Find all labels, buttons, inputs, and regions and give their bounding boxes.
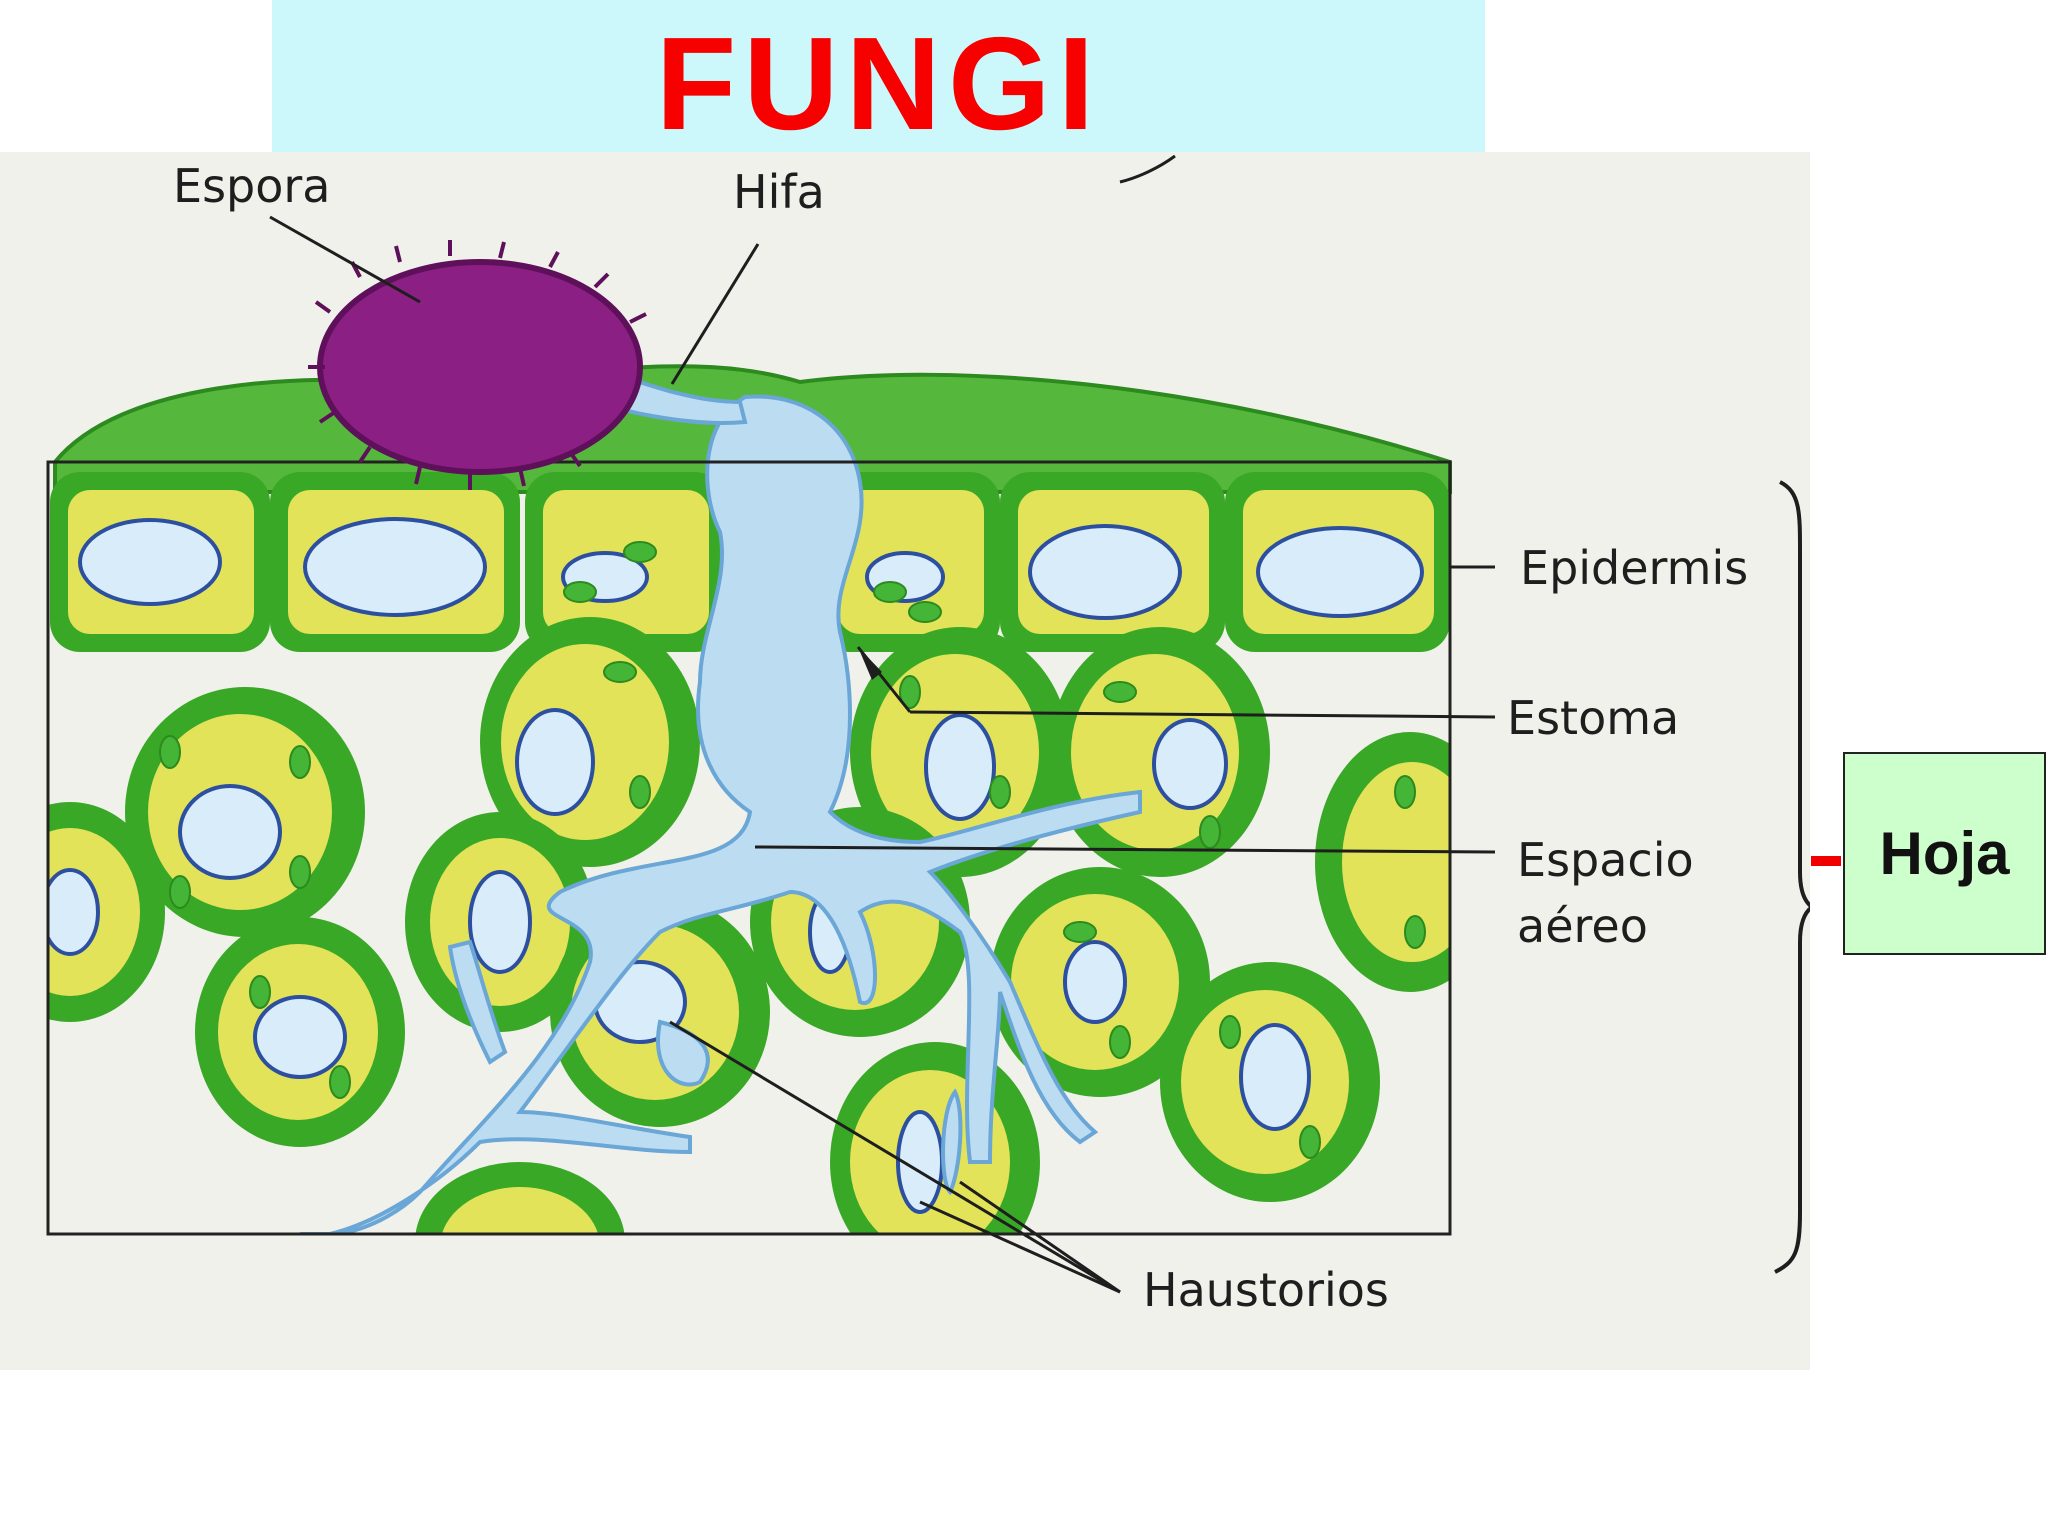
label-haustoria: Haustorios [1143,1264,1389,1317]
title-banner: FUNGI [272,0,1485,152]
label-air-space-line1: Espacio [1517,834,1694,887]
label-air-space-line2: aéreo [1517,900,1648,953]
side-label-text: Hoja [1879,819,2009,888]
label-spore: Espora [173,160,330,213]
hoja-connector [1811,856,1841,866]
label-stoma: Estoma [1507,692,1679,745]
hoja-brace [1775,482,1810,1272]
page-title: FUNGI [272,18,1485,150]
stray-curve [1120,156,1175,182]
diagram-figure: Espora Hifa Epidermis Estoma Espacio aér… [0,152,1810,1370]
label-hypha: Hifa [733,166,825,219]
side-label-box: Hoja [1843,752,2046,955]
label-epidermis: Epidermis [1520,542,1748,595]
leaf-cross-section-illustration [0,152,1810,1370]
leaf-tissue [0,361,1505,1322]
